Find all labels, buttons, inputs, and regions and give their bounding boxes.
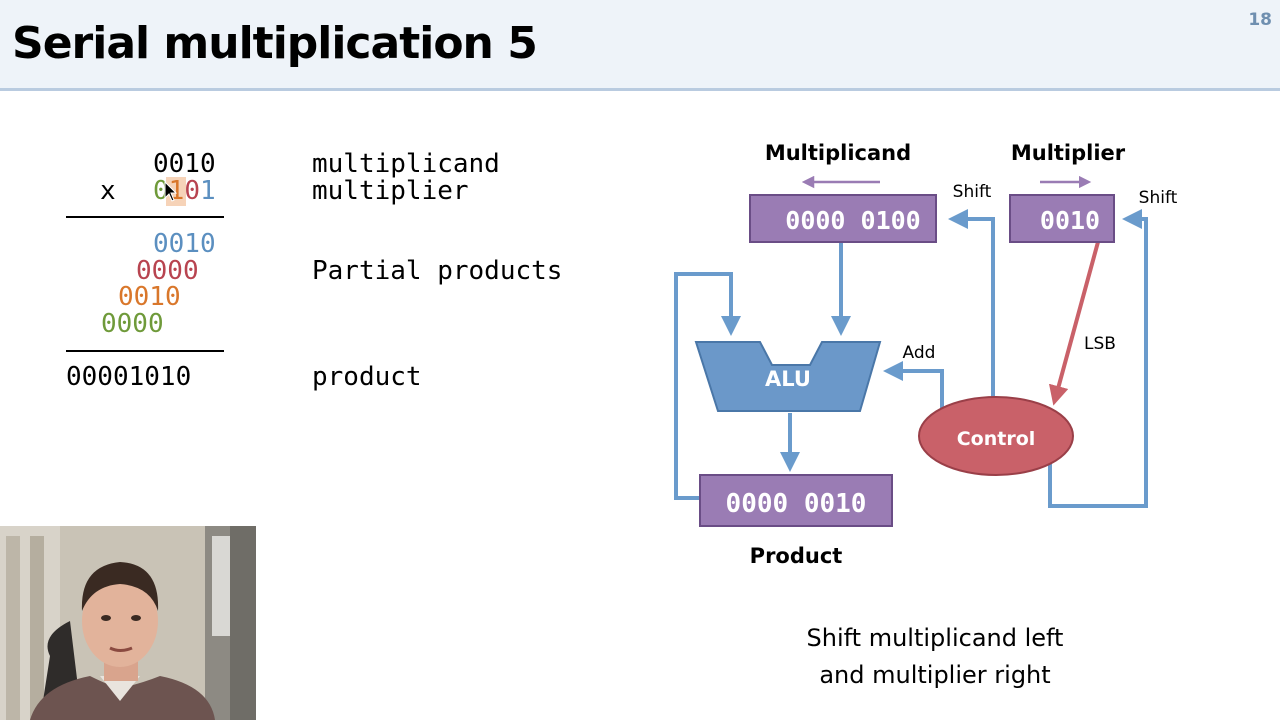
slide-header: Serial multiplication 5 18 [0,0,1280,91]
slide-number: 18 [1248,10,1272,30]
control-label: Control [957,428,1036,450]
multiplicand-label: multiplicand [312,149,500,179]
shift-label-multiplier: Shift [1139,188,1178,208]
control-add-wire [883,361,944,410]
multiplier-register [1009,194,1115,243]
multiplicand-register [749,194,937,243]
caption-line-2: and multiplier right [819,661,1051,689]
product-value: 00001010 [66,362,192,392]
multiplier-bit-0: 1 [199,176,216,206]
shift-label-multiplicand: Shift [953,182,992,202]
partial-products-label: Partial products [312,256,563,286]
presenter-video-image [0,526,256,720]
product-title: Product [750,544,843,568]
control-unit [918,396,1074,476]
mouse-cursor-icon [164,181,178,202]
product-label: product [312,362,422,392]
product-feedback-wire [674,272,741,500]
add-label: Add [903,343,936,363]
multiplier-label: multiplier [312,176,469,206]
multiplier-bit-1: 0 [184,176,200,206]
slide-title: Serial multiplication 5 [12,18,538,69]
multiplicand-value: 0010 [153,149,216,179]
caption-line-1: Shift multiplicand left [806,624,1064,652]
product-register [699,474,893,527]
divider-line [66,350,224,352]
times-sign: x [100,176,116,206]
control-shift-multiplicand-wire [948,209,995,397]
partial-product-0: 0010 [153,229,216,259]
multiplicand-register-value: 0000 0100 [785,206,920,235]
slide-caption: Shift multiplicand left and multiplier r… [760,620,1110,694]
multiplier-register-value: 0010 [1040,206,1100,235]
product-register-value: 0000 0010 [726,489,867,519]
alu-label: ALU [765,367,811,391]
partial-product-3: 0000 [101,309,164,339]
lsb-label: LSB [1084,334,1116,354]
lsb-wire [1048,241,1100,406]
presenter-video [0,526,256,720]
partial-product-1: 0000 [136,256,199,286]
alu-block [694,341,882,412]
multiplicand-title: Multiplicand [765,141,911,165]
divider-line [66,216,224,218]
partial-product-2: 0010 [118,282,181,312]
multiplier-title: Multiplier [1011,141,1126,165]
control-shift-multiplier-wire [1048,209,1148,508]
